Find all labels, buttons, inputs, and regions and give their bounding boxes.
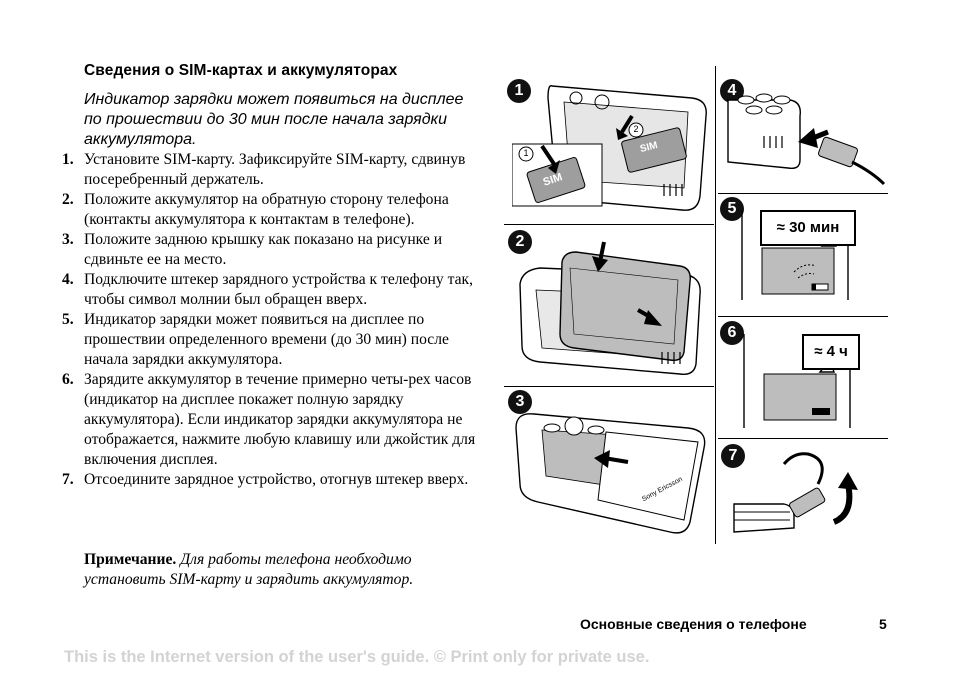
step-text: Установите SIM-карту. Зафиксируйте SIM-к…: [84, 151, 466, 188]
step-text: Положите аккумулятор на обратную сторону…: [84, 191, 449, 228]
step-number: 3.: [62, 231, 74, 248]
sub-badge-1: 1: [523, 148, 529, 158]
figure-badge-7: 7: [721, 444, 745, 468]
steps-list: 1. Установите SIM-карту. Зафиксируйте SIM…: [62, 150, 482, 490]
illustration-charge-full: ≈ 4 ч: [724, 324, 888, 434]
disconnect-drawing: [733, 452, 858, 533]
step-number: 7.: [62, 471, 74, 488]
illustration-back-cover: Sony Ericsson: [512, 398, 712, 538]
sub-badge-2: 2: [633, 124, 639, 134]
figure-badge-5: 5: [720, 197, 744, 221]
callout-charge-time: ≈ 30 мин: [760, 210, 856, 246]
charger-drawing: [727, 93, 886, 186]
step-text: Зарядите аккумулятор в течение примерно …: [84, 371, 476, 468]
phone-back-drawing: [512, 85, 707, 211]
illustration-sim-insert: 1 2 SIM SIM: [512, 76, 712, 218]
back-cover-drawing: [515, 413, 706, 534]
step-text: Подключите штекер зарядного устройства к…: [84, 271, 473, 308]
battery-drawing: [519, 241, 701, 375]
figure-badge-6: 6: [720, 321, 744, 345]
watermark: This is the Internet version of the user…: [64, 648, 650, 666]
note-label: Примечание.: [84, 551, 177, 568]
callout-full-time: ≈ 4 ч: [802, 334, 860, 370]
step-number: 2.: [62, 191, 74, 208]
step-number: 5.: [62, 311, 74, 328]
step-text: Отсоедините зарядное устройство, отогнув…: [84, 471, 469, 488]
step-6: 6. Зарядите аккумулятор в течение примерн…: [62, 370, 482, 470]
step-text: Индикатор зарядки может появиться на дис…: [84, 311, 449, 368]
step-number: 4.: [62, 271, 74, 288]
step-5: 5. Индикатор зарядки может появиться на д…: [62, 310, 482, 370]
note: Примечание. Для работы телефона необходи…: [84, 550, 474, 590]
figure-divider: [718, 316, 888, 317]
step-1: 1. Установите SIM-карту. Зафиксируйте SIM…: [62, 150, 482, 190]
figure-badge-2: 2: [508, 230, 532, 254]
step-2: 2. Положите аккумулятор на обратную сторо…: [62, 190, 482, 230]
illustration-battery-insert: [512, 234, 712, 380]
step-7: 7. Отсоедините зарядное устройство, отогн…: [62, 470, 482, 490]
figure-badge-3: 3: [508, 390, 532, 414]
note-text: Для работы телефона необходимо установит…: [84, 551, 414, 588]
illustration-charger-connect: [724, 80, 888, 188]
figure-divider: [504, 224, 714, 225]
page-number: 5: [879, 616, 887, 632]
step-number: 6.: [62, 371, 74, 388]
section-title: Сведения о SIM-картах и аккумуляторах: [84, 62, 398, 79]
footer-section-title: Основные сведения о телефоне: [580, 616, 807, 632]
intro-note: Индикатор зарядки может появиться на дис…: [84, 91, 464, 148]
figure-badge-1: 1: [507, 79, 531, 103]
step-number: 1.: [62, 151, 74, 168]
figure-divider: [504, 386, 714, 387]
figure-divider: [718, 438, 888, 439]
step-text: Положите заднюю крышку как показано на р…: [84, 231, 443, 268]
figure-divider: [718, 193, 888, 194]
step-4: 4. Подключите штекер зарядного устройства…: [62, 270, 482, 310]
illustration-charge-indicator-start: ≈ 30 мин: [724, 200, 888, 310]
step-3: 3. Положите заднюю крышку как показано на…: [62, 230, 482, 270]
figure-divider-vertical: [715, 66, 716, 544]
display-full-drawing: [743, 334, 851, 428]
illustration-charger-disconnect: [724, 444, 888, 542]
